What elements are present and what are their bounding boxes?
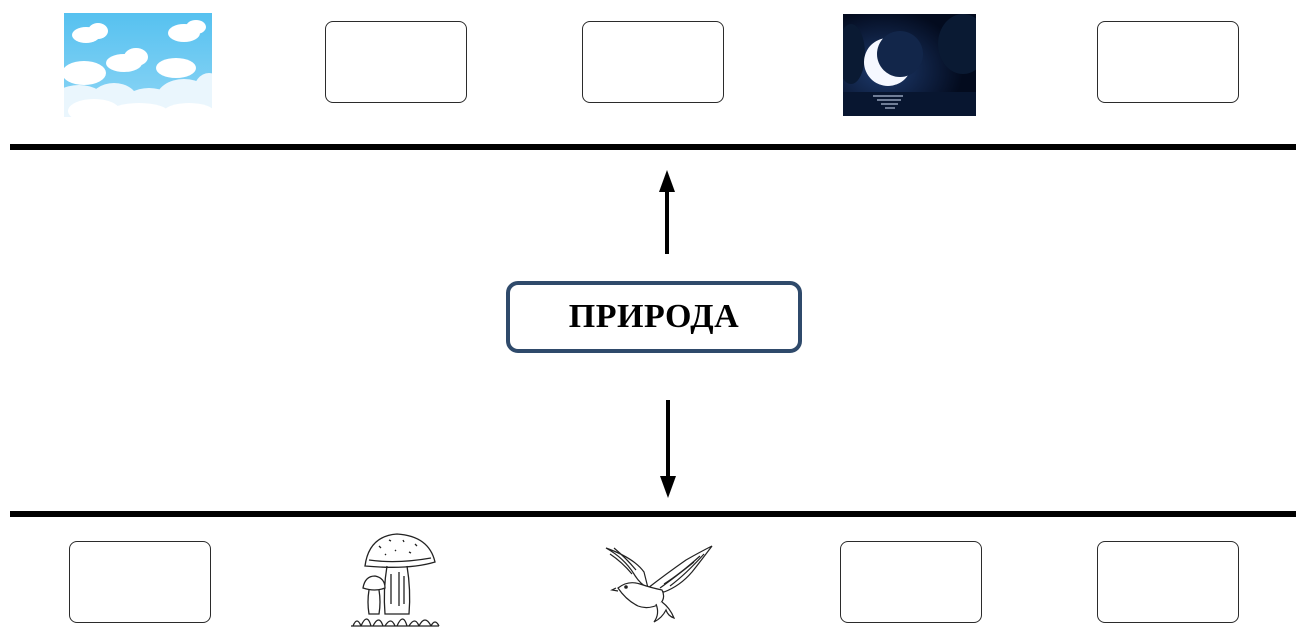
top-divider-line xyxy=(10,144,1296,150)
top-blank-box-3[interactable] xyxy=(582,21,724,103)
bottom-divider-line xyxy=(10,511,1296,517)
bottom-blank-box-5[interactable] xyxy=(1097,541,1239,623)
top-blank-box-2[interactable] xyxy=(325,21,467,103)
top-blank-box-5[interactable] xyxy=(1097,21,1239,103)
down-arrow xyxy=(656,400,680,500)
moon-night-icon xyxy=(843,14,976,116)
center-concept-box: ПРИРОДА xyxy=(506,281,802,353)
bottom-blank-box-1[interactable] xyxy=(69,541,211,623)
bottom-blank-box-4[interactable] xyxy=(840,541,982,623)
sky-clouds-icon xyxy=(64,13,212,117)
mushroom-icon xyxy=(349,530,441,628)
dove-icon xyxy=(604,544,714,624)
center-label: ПРИРОДА xyxy=(568,298,740,335)
up-arrow xyxy=(655,170,679,258)
